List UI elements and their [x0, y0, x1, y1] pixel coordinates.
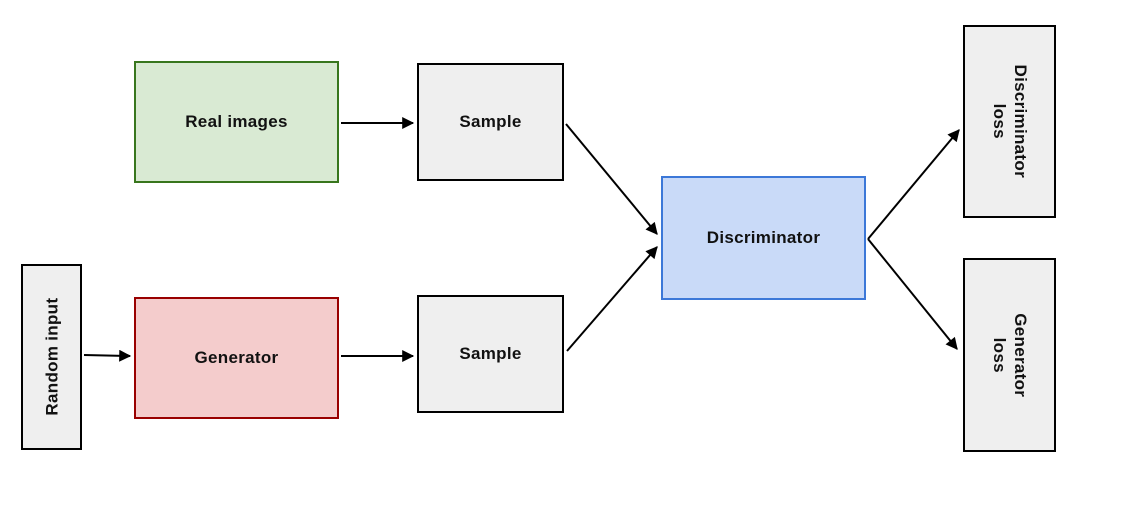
sample-top-box: Sample [417, 63, 564, 181]
discriminator-label: Discriminator [706, 228, 821, 248]
generator-loss-label-line1: Generator [1010, 313, 1030, 397]
generator-loss-label: Generator loss [988, 313, 1031, 397]
discriminator-loss-box: Discriminator loss [963, 25, 1056, 218]
generator-box: Generator [134, 297, 339, 419]
generator-loss-box: Generator loss [963, 258, 1056, 452]
arrow-sample-top-to-discriminator [565, 123, 658, 235]
discriminator-box: Discriminator [661, 176, 866, 300]
generator-label: Generator [194, 348, 279, 368]
discriminator-loss-label-line2: loss [989, 103, 1009, 140]
sample-top-label: Sample [459, 112, 522, 132]
generator-loss-label-line2: loss [989, 337, 1009, 373]
discriminator-loss-label-line1: Discriminator [1010, 64, 1030, 179]
real-images-label: Real images [185, 112, 288, 132]
arrow-discriminator-to-generator-loss [867, 238, 958, 350]
arrow-discriminator-to-discriminator-loss [867, 129, 960, 240]
discriminator-loss-label: Discriminator loss [988, 65, 1031, 179]
arrow-sample-bottom-to-discriminator [566, 246, 658, 352]
real-images-box: Real images [134, 61, 339, 183]
random-input-box: Random input [21, 264, 82, 450]
sample-bottom-box: Sample [417, 295, 564, 413]
sample-bottom-label: Sample [459, 344, 522, 364]
arrow-random-input-to-generator [83, 349, 132, 362]
random-input-label: Random input [41, 298, 61, 416]
